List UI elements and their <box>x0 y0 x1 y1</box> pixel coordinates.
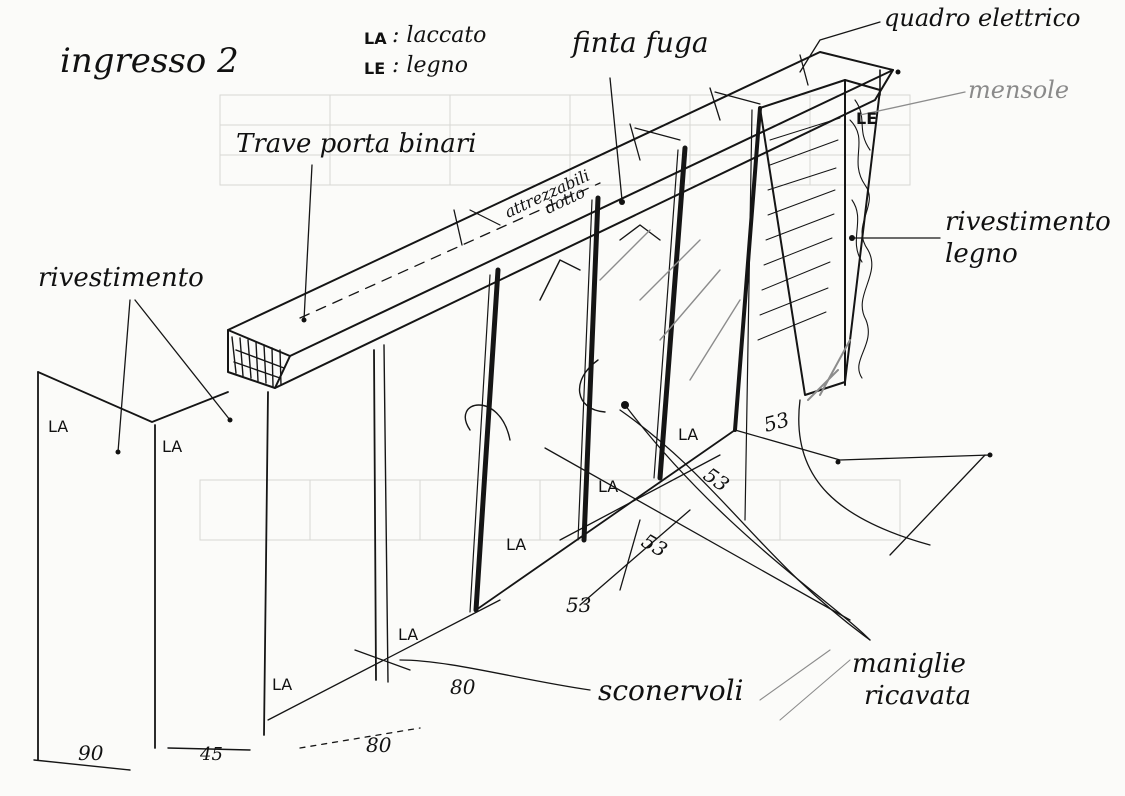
mark-la: LA <box>678 425 698 444</box>
beam <box>227 51 894 389</box>
dimension-80: 80 <box>366 733 392 757</box>
mark-la: LA <box>162 437 182 456</box>
leader-dots <box>115 69 993 465</box>
label-mensole: mensole <box>968 76 1069 104</box>
legend-la-code: LA <box>364 29 387 48</box>
dimension-80: 80 <box>450 675 476 699</box>
background-ghost-grid <box>199 94 911 541</box>
dimension-90: 90 <box>78 741 104 765</box>
leader-lines <box>117 21 966 691</box>
mark-le: LE <box>856 109 877 128</box>
left-wall-panels <box>33 344 501 771</box>
dimension-53: 53 <box>566 593 591 617</box>
dimensions: 53 53 53 53 80 80 90 45 <box>78 407 792 765</box>
wood-cladding <box>757 69 881 401</box>
dimension-53: 53 <box>638 529 672 563</box>
drawing-title: ingresso 2 <box>60 41 239 81</box>
floor-lines <box>544 399 991 721</box>
beam-end-hatching <box>231 336 285 387</box>
label-finta-fuga: finta fuga <box>570 26 709 59</box>
label-rivestimento-legno-1: rivestimento <box>945 207 1111 237</box>
legend-le-code: LE <box>364 59 385 78</box>
material-marks: LA LA LA LA LA LA LA LE <box>48 109 877 694</box>
legend: LA : laccato LE : legno <box>364 23 486 78</box>
label-sconervoli: sconervoli <box>598 674 743 707</box>
label-trave-porta-binari: Trave porta binari <box>236 129 477 159</box>
label-maniglie-2: ricavata <box>864 681 971 711</box>
mark-la: LA <box>598 477 618 496</box>
legend-la-text: : laccato <box>392 23 486 48</box>
label-rivestimento-legno-2: legno <box>945 239 1018 269</box>
label-quadro-elettrico: quadro elettrico <box>884 4 1080 32</box>
label-maniglie-1: maniglie <box>852 649 966 679</box>
mark-la: LA <box>506 535 526 554</box>
mark-la: LA <box>398 625 418 644</box>
dimension-53: 53 <box>761 407 792 437</box>
mark-la: LA <box>48 417 68 436</box>
dimension-45: 45 <box>199 744 223 765</box>
dimension-53: 53 <box>699 462 734 496</box>
wardrobe-doors <box>464 106 762 613</box>
mark-la: LA <box>272 675 292 694</box>
label-rivestimento: rivestimento <box>38 263 204 293</box>
legend-le-text: : legno <box>392 53 468 78</box>
